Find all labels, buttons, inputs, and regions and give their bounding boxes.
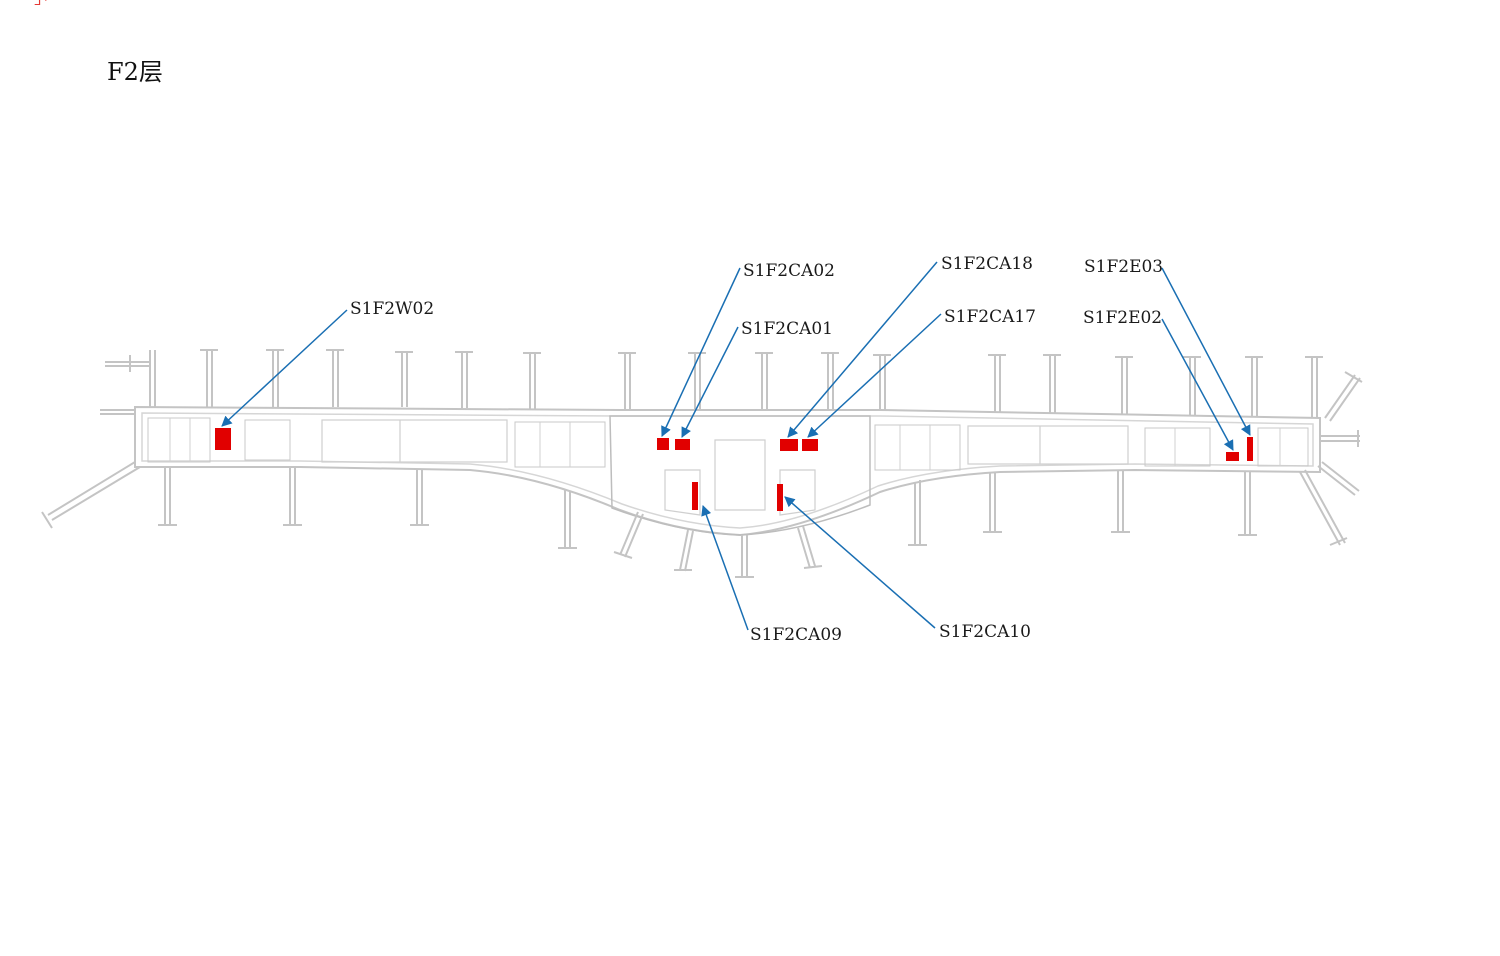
- marker-S1F2E03[interactable]: [1247, 437, 1253, 461]
- marker-S1F2CA18[interactable]: [780, 439, 798, 451]
- leader-S1F2CA17: [807, 313, 942, 438]
- label-S1F2CA10: S1F2CA10: [939, 622, 1031, 642]
- label-S1F2W02: S1F2W02: [350, 299, 434, 319]
- marker-S1F2CA01[interactable]: [675, 439, 690, 450]
- leader-S1F2W02: [221, 309, 348, 427]
- leader-S1F2CA01: [681, 326, 739, 438]
- marker-S1F2W02[interactable]: [215, 428, 231, 450]
- callout-labels: S1F2W02 S1F2CA02 S1F2CA01 S1F2CA18 S1F2C…: [350, 254, 1163, 645]
- leader-S1F2CA02: [661, 267, 741, 437]
- leader-lines: [221, 261, 1251, 631]
- marker-S1F2CA10[interactable]: [777, 484, 783, 511]
- marker-S1F2CA02[interactable]: [657, 438, 669, 450]
- label-S1F2CA09: S1F2CA09: [750, 625, 842, 645]
- leader-S1F2CA18: [787, 261, 938, 438]
- marker-S1F2CA17[interactable]: [802, 439, 818, 451]
- label-S1F2E02: S1F2E02: [1083, 308, 1162, 328]
- boarding-bridges-north: [100, 349, 1363, 447]
- leader-S1F2CA10: [784, 496, 936, 629]
- corner-mark: ᒧ ᑊ: [34, 0, 47, 8]
- marker-S1F2CA09[interactable]: [692, 482, 698, 510]
- leader-S1F2E03: [1161, 267, 1251, 436]
- label-S1F2CA01: S1F2CA01: [741, 319, 833, 339]
- floor-title: F2层: [107, 58, 163, 86]
- label-S1F2CA18: S1F2CA18: [941, 254, 1033, 274]
- label-S1F2CA17: S1F2CA17: [944, 307, 1036, 327]
- location-markers: [215, 428, 1253, 511]
- boarding-bridges-south: [41, 461, 1360, 578]
- terminal-building-outline: [134, 405, 1321, 537]
- leader-S1F2CA09: [701, 505, 749, 631]
- label-S1F2CA02: S1F2CA02: [743, 261, 835, 281]
- label-S1F2E03: S1F2E03: [1084, 257, 1163, 277]
- marker-S1F2E02[interactable]: [1226, 452, 1239, 461]
- leader-S1F2E02: [1161, 318, 1234, 451]
